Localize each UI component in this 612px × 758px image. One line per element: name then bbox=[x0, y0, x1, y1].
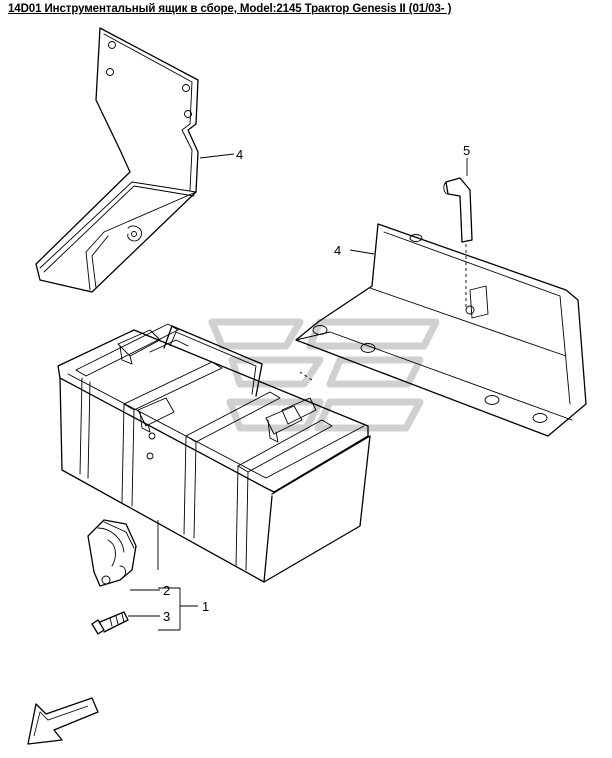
back-arrow-icon[interactable] bbox=[22, 696, 100, 750]
mounting-plate-right bbox=[295, 223, 587, 437]
pin-part-5 bbox=[443, 177, 473, 243]
callout-1: 1 bbox=[202, 599, 209, 614]
tool-box bbox=[57, 323, 371, 583]
callout-3: 3 bbox=[163, 609, 170, 624]
callout-4-plate: 4 bbox=[334, 243, 341, 258]
callout-2: 2 bbox=[163, 583, 170, 598]
callout-5: 5 bbox=[463, 143, 470, 158]
callout-4-bracket: 4 bbox=[236, 147, 243, 162]
clamp-part-2 bbox=[87, 519, 137, 587]
watermark-logo bbox=[208, 318, 440, 432]
bracket-upper-left bbox=[35, 27, 199, 293]
page-title: 14D01 Инструментальный ящик в сборе, Mod… bbox=[8, 3, 452, 15]
bolt-part-3 bbox=[91, 611, 129, 635]
